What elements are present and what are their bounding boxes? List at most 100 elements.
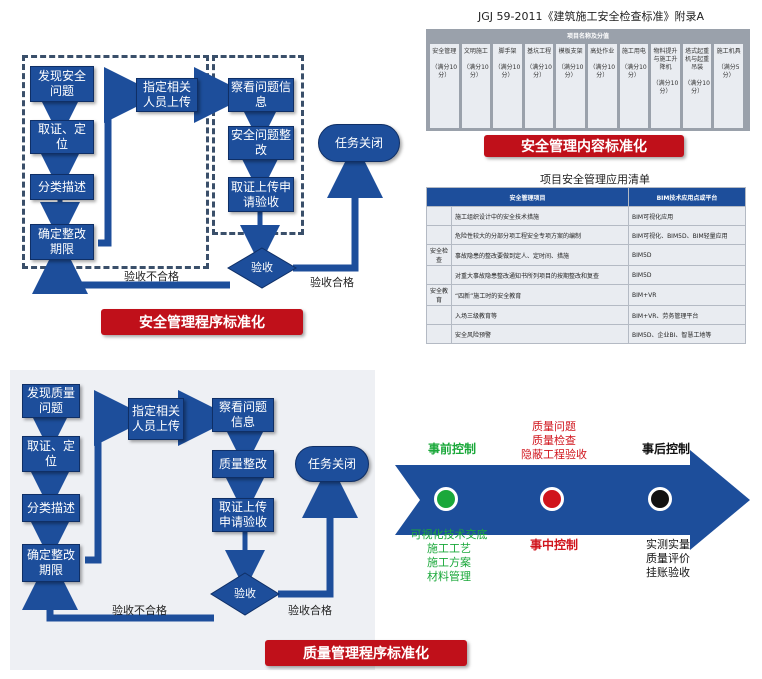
- post-control-label: 事后控制: [641, 442, 690, 456]
- safety-step-find: 发现安全问题: [30, 66, 94, 102]
- quality-step-classify: 分类描述: [22, 494, 80, 522]
- standard-column: 塔式起重机与起重吊装 （满分10分）: [682, 44, 713, 128]
- row-group: 安全检查: [426, 244, 452, 266]
- safety-step-rectify: 安全问题整改: [228, 126, 294, 160]
- mid-control-label: 事中控制: [529, 538, 578, 552]
- safety-accept-diamond-label: 验收: [251, 261, 273, 274]
- quality-step-upload: 取证上传申请验收: [212, 498, 274, 532]
- quality-accept-diamond-label: 验收: [234, 587, 256, 600]
- row-tech: BIM+VR: [628, 284, 746, 306]
- safety-step-locate: 取证、定位: [30, 120, 94, 154]
- control-item: 可视化技术交底: [410, 528, 488, 541]
- row-item: 对重大事故隐患整改通知书所列项目的按期整改和复查: [451, 265, 629, 285]
- mid-control-items: 质量问题质量检查隐蔽工程验收: [512, 420, 596, 462]
- row-group: [426, 225, 452, 245]
- standard-column: 施工机具 （满分5分）: [714, 44, 744, 128]
- safety-flow-diagram: 发现安全问题 取证、定位 分类描述 确定整改期限 指定相关人员上传 察看问题信息…: [0, 0, 410, 340]
- standard-columns: 安全管理 （满分10分）文明施工 （满分10分）脚手架 （满分10分）基坑工程 …: [430, 44, 746, 128]
- standard-column: 高处作业 （满分10分）: [588, 44, 618, 128]
- standard-panel: JGJ 59-2011《建筑施工安全检查标准》附录A 项目名称及分值 安全管理 …: [420, 0, 760, 160]
- control-item: 材料管理: [427, 570, 471, 583]
- standard-title: JGJ 59-2011《建筑施工安全检查标准》附录A: [478, 10, 704, 23]
- standard-column: 文明施工 （满分10分）: [461, 44, 492, 128]
- control-item: 施工工艺: [427, 542, 471, 555]
- quality-step-assign: 指定相关人员上传: [128, 398, 184, 440]
- row-tech: BIM5D: [628, 244, 746, 266]
- control-item: 实测实量: [646, 538, 690, 551]
- control-arrow-diagram: 事前控制 事中控制 事后控制 可视化技术交底施工工艺施工方案材料管理 质量问题质…: [390, 410, 760, 600]
- control-item: 施工方案: [427, 556, 471, 569]
- quality-reject-label: 验收不合格: [112, 604, 167, 617]
- standard-column: 施工用电 （满分10分）: [619, 44, 650, 128]
- row-tech: BIM可视化应用: [628, 206, 746, 226]
- safety-step-upload: 取证上传申请验收: [228, 177, 294, 212]
- safety-reject-label: 验收不合格: [124, 270, 179, 283]
- quality-flow-arrows: [22, 390, 358, 622]
- app-list-panel: 项目安全管理应用清单 安全管理项目 BIM技术应用点或平台 施工组织设计中的安全…: [420, 165, 760, 344]
- row-group: [426, 265, 452, 285]
- pre-control-dot: [434, 487, 458, 511]
- safety-step-view: 察看问题信息: [228, 78, 294, 112]
- quality-flow-diagram: 发现质量问题 取证、定位 分类描述 确定整改期限 指定相关人员上传 察看问题信息…: [0, 370, 467, 670]
- post-control-items: 实测实量质量评价挂账验收: [626, 538, 710, 580]
- post-control-dot: [648, 487, 672, 511]
- app-list-title: 项目安全管理应用清单: [540, 173, 650, 186]
- app-header-project: 安全管理项目: [426, 187, 629, 207]
- control-item: 质量评价: [646, 552, 690, 565]
- safety-step-classify: 分类描述: [30, 174, 94, 200]
- standard-column: 安全管理 （满分10分）: [430, 44, 460, 128]
- standard-column: 基坑工程 （满分10分）: [524, 44, 555, 128]
- standard-column: 物料提升与施工升降机 （满分10分）: [651, 44, 681, 128]
- safety-flow-arrows: [32, 67, 383, 294]
- row-item: 事故隐患的整改要做到定人、定时间、措施: [451, 244, 629, 266]
- standard-column: 脚手架 （满分10分）: [493, 44, 523, 128]
- row-tech: BIM5D: [628, 265, 746, 285]
- quality-step-rectify: 质量整改: [212, 450, 274, 478]
- row-item: 施工组织设计中的安全技术措施: [451, 206, 629, 226]
- row-tech: BIM+VR、劳务管理平台: [628, 305, 746, 325]
- standard-caption: 安全管理内容标准化: [484, 135, 684, 157]
- row-item: “四新”施工时的安全教育: [451, 284, 629, 306]
- row-item: 安全风险预警: [451, 324, 629, 344]
- safety-step-deadline: 确定整改期限: [30, 224, 94, 260]
- row-group: 安全教育: [426, 284, 452, 306]
- safety-step-assign: 指定相关人员上传: [136, 78, 198, 112]
- safety-caption: 安全管理程序标准化: [101, 309, 303, 335]
- quality-caption: 质量管理程序标准化: [265, 640, 467, 666]
- quality-task-close: 任务关闭: [295, 446, 369, 482]
- quality-step-locate: 取证、定位: [22, 436, 80, 472]
- quality-accept-label: 验收合格: [288, 604, 332, 617]
- row-tech: BIM可视化、BIM5D、BIM轻量应用: [628, 225, 746, 245]
- row-group: [426, 324, 452, 344]
- row-group: [426, 206, 452, 226]
- control-item: 隐蔽工程验收: [521, 448, 587, 461]
- quality-step-find: 发现质量问题: [22, 384, 80, 418]
- safety-left-dashed-group: [22, 55, 209, 269]
- quality-step-view: 察看问题信息: [212, 398, 274, 432]
- mid-control-dot: [540, 487, 564, 511]
- safety-accept-label: 验收合格: [310, 276, 354, 289]
- standard-column: 模板支架 （满分10分）: [556, 44, 586, 128]
- quality-accept-diamond: [210, 572, 280, 616]
- quality-step-deadline: 确定整改期限: [22, 544, 80, 582]
- row-item: 危险性较大的分部分项工程安全专项方案的编制: [451, 225, 629, 245]
- app-header-tech: BIM技术应用点或平台: [628, 187, 746, 207]
- row-group: [426, 305, 452, 325]
- standard-table-header: 项目名称及分值: [566, 33, 609, 40]
- control-item: 质量检查: [532, 434, 576, 447]
- safety-task-close: 任务关闭: [318, 124, 400, 162]
- control-item: 质量问题: [532, 420, 576, 433]
- safety-accept-diamond: [227, 247, 297, 289]
- pre-control-label: 事前控制: [427, 442, 476, 456]
- control-big-arrow: [395, 450, 750, 550]
- row-tech: BIM5D、企业BI、智慧工地等: [628, 324, 746, 344]
- row-item: 入场三级教育等: [451, 305, 629, 325]
- pre-control-items: 可视化技术交底施工工艺施工方案材料管理: [394, 528, 504, 584]
